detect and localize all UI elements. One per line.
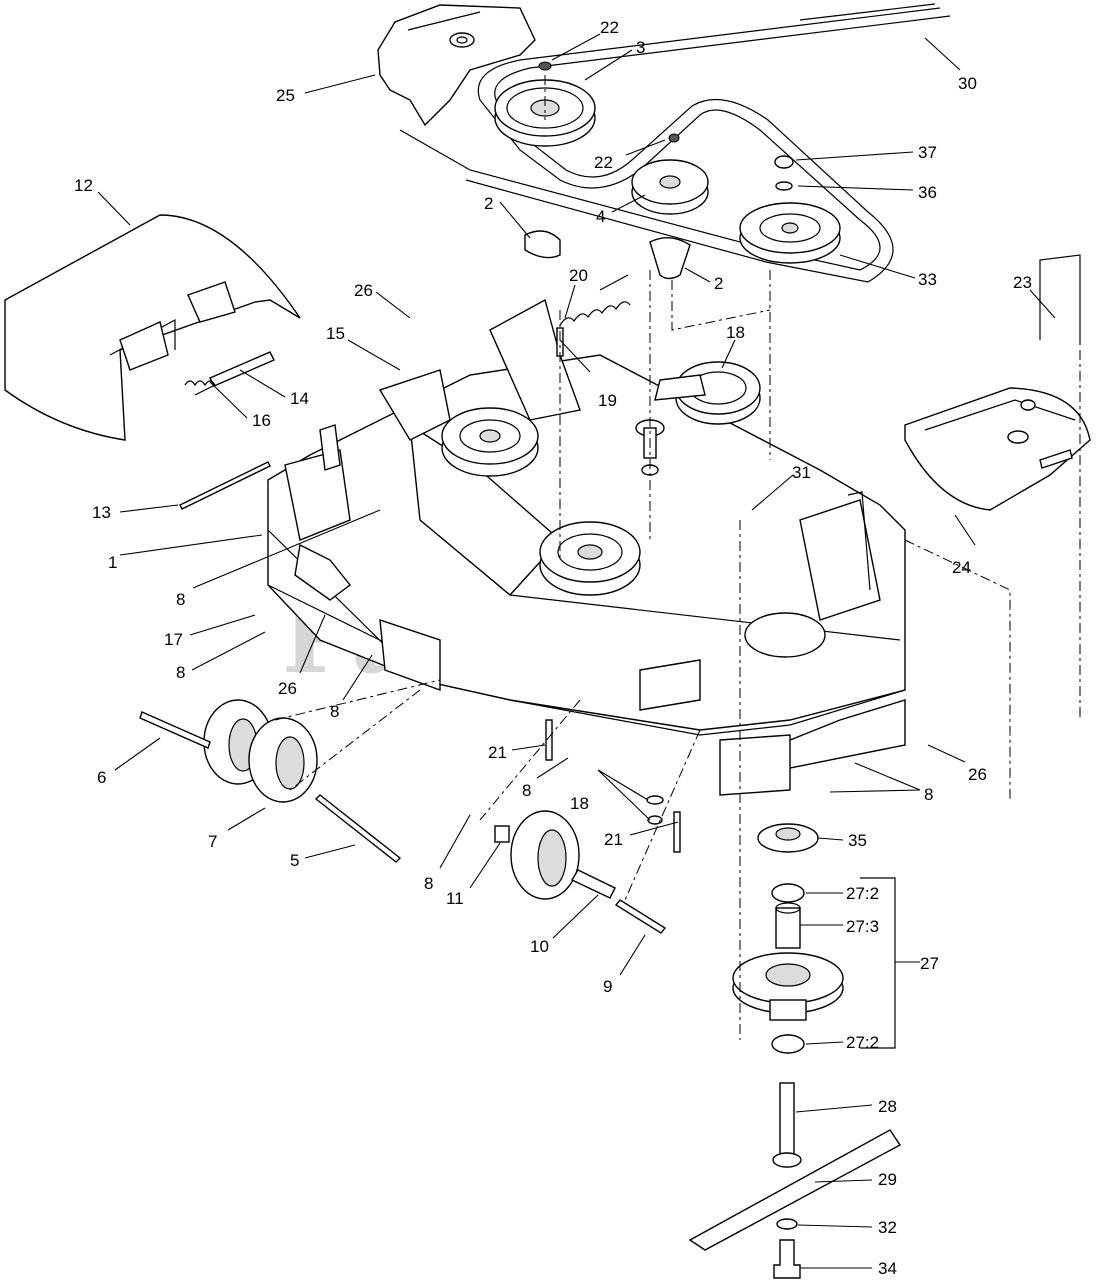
callout-26a: 26: [354, 281, 373, 300]
washer-32: [776, 1218, 798, 1230]
callout-31: 31: [792, 463, 811, 482]
callout-29: 29: [878, 1170, 897, 1189]
callout-1: 1: [108, 553, 117, 572]
callout-30: 30: [958, 74, 977, 93]
callout-24: 24: [952, 558, 971, 577]
bracket-23: [1039, 254, 1081, 345]
callout-25: 25: [276, 86, 295, 105]
plate-2b: [649, 237, 691, 280]
bolt-9: [614, 899, 667, 934]
cover-24: [904, 387, 1091, 511]
callout-37: 37: [918, 143, 937, 162]
callout-8f: 8: [424, 874, 433, 893]
callout-15: 15: [326, 324, 345, 343]
callout-21a: 21: [488, 743, 507, 762]
chute-rod: [209, 351, 275, 387]
bearing-27-2b: [771, 1034, 805, 1054]
bolt-5: [314, 794, 402, 863]
callout-4: 4: [596, 207, 605, 226]
bolt-34: [773, 1239, 801, 1279]
spacer-10: [571, 869, 616, 899]
callout-32: 32: [878, 1218, 897, 1237]
callout-35: 35: [848, 831, 867, 850]
wheel-7b: [248, 717, 318, 803]
callout-13: 13: [92, 503, 111, 522]
wheel-11: [510, 810, 580, 900]
belt-cover: [377, 4, 536, 127]
blade-29: [688, 1129, 902, 1251]
belt: [399, 3, 951, 283]
callout-22: 22: [600, 18, 619, 37]
deck-spindle-port: [744, 612, 826, 658]
callout-23: 23: [1013, 273, 1032, 292]
axle-6: [139, 711, 211, 749]
callout-10: 10: [530, 937, 549, 956]
deck-pulley-center: [539, 521, 641, 596]
bracket-27: [860, 877, 896, 1049]
shaft-28: [779, 1082, 795, 1164]
callout-27-3: 27:3: [846, 917, 879, 936]
callout-26b: 26: [278, 679, 297, 698]
callout-2a: 2: [484, 194, 493, 213]
callout-16: 16: [252, 411, 271, 430]
callout-18a: 18: [726, 323, 745, 342]
pulley-4: [631, 133, 709, 215]
callout-27-2a: 27:2: [846, 884, 879, 903]
leader-lines: [97, 33, 1056, 1269]
bolt-21a: [545, 719, 553, 761]
callout-9: 9: [603, 977, 612, 996]
callout-21b: 21: [604, 830, 623, 849]
callout-8d: 8: [522, 781, 531, 800]
callout-8c: 8: [330, 702, 339, 721]
spacer-27-3: [775, 907, 801, 949]
plate-2a: [524, 230, 561, 259]
rod-13: [179, 461, 271, 510]
callout-22b: 22: [594, 153, 613, 172]
callout-8e: 8: [924, 785, 933, 804]
callout-36: 36: [918, 183, 937, 202]
callout-8b: 8: [176, 663, 185, 682]
callout-20: 20: [569, 266, 588, 285]
callout-27: 27: [920, 954, 939, 973]
washer-18b: [647, 815, 663, 825]
idler-pulley-18: [635, 361, 761, 476]
bushing-11: [494, 825, 510, 843]
callout-34: 34: [878, 1259, 897, 1278]
callout-18b: 18: [570, 794, 589, 813]
callout-7: 7: [208, 832, 217, 851]
callout-28: 28: [878, 1097, 897, 1116]
bearing-27-2a: [771, 883, 805, 903]
chute-spring: [184, 380, 216, 396]
callout-33: 33: [918, 270, 937, 289]
callout-26c: 26: [968, 765, 987, 784]
callout-5: 5: [290, 851, 299, 870]
callout-8a: 8: [176, 590, 185, 609]
callout-27-2b: 27:2: [846, 1033, 879, 1052]
callout-17: 17: [164, 630, 183, 649]
callout-11: 11: [446, 889, 464, 908]
pulley-33: [739, 155, 841, 264]
callout-6: 6: [97, 768, 106, 787]
spindle-assembly: [688, 823, 902, 1279]
callout-14: 14: [290, 389, 309, 408]
discharge-chute: [4, 214, 301, 441]
spring-20: [559, 274, 631, 326]
washer-18a: [646, 795, 664, 805]
deck-pulley-left: [441, 407, 539, 477]
callout-2b: 2: [714, 274, 723, 293]
bolt-21b: [673, 811, 681, 853]
callout-numbers: 22 3 30 25 37 22 36 12 2 4 2 33 20 23 26…: [74, 18, 1032, 1278]
callout-3: 3: [636, 38, 645, 57]
callout-12: 12: [74, 176, 93, 195]
callout-19: 19: [598, 391, 617, 410]
assembly-lines: [274, 75, 1081, 1040]
